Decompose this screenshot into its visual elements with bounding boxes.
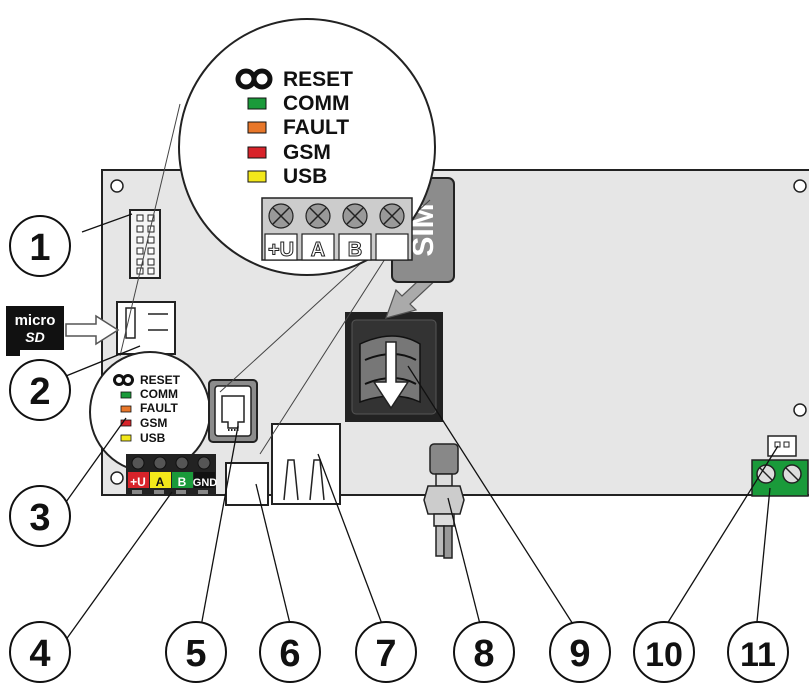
callout-7: 7 (355, 621, 417, 683)
insert-arrow-sd (65, 314, 120, 346)
mount-hole-tl (110, 179, 124, 193)
callout-11: 11 (727, 621, 789, 683)
zoom-line-1 (119, 103, 181, 357)
microsd-card-icon: micro SD (6, 306, 64, 356)
two-pin-connector (767, 435, 797, 457)
svg-text:8: 8 (473, 633, 494, 675)
mini-usb-port (225, 462, 269, 506)
svg-text:B: B (348, 239, 362, 261)
callout-2: 2 (9, 359, 71, 421)
svg-text:FAULT: FAULT (283, 116, 349, 139)
svg-text:1: 1 (29, 227, 50, 269)
leader-lines (59, 213, 779, 649)
svg-text:GSM: GSM (140, 416, 167, 430)
callout-5: 5 (165, 621, 227, 683)
svg-text:9: 9 (569, 633, 590, 675)
svg-text:micro: micro (15, 312, 56, 329)
callout-3: 3 (9, 485, 71, 547)
svg-text:USB: USB (283, 165, 327, 188)
svg-text:3: 3 (29, 497, 50, 539)
callout-4: 4 (9, 621, 71, 683)
svg-text:A: A (156, 475, 165, 489)
svg-text:COMM: COMM (283, 92, 350, 115)
callout-1: 1 (9, 215, 71, 277)
svg-text:A: A (311, 239, 325, 261)
svg-text:RESET: RESET (283, 68, 353, 91)
callout-10: 10 (633, 621, 695, 683)
terminal-block: +U A B GND (126, 454, 217, 494)
mount-hole-mr (793, 403, 807, 417)
callout-8: 8 (453, 621, 515, 683)
led-legend-small-content: RESET COMM FAULT GSM USB (113, 373, 181, 445)
rj-jack (208, 379, 258, 443)
svg-text:10: 10 (645, 636, 683, 674)
svg-text:4: 4 (29, 633, 50, 675)
led-legend-large-content: RESET COMM FAULT GSM USB +U A B (235, 68, 413, 262)
callout-9: 9 (549, 621, 611, 683)
microsd-slot (116, 301, 176, 355)
svg-text:FAULT: FAULT (140, 401, 178, 415)
sim-holder (345, 312, 443, 422)
svg-text:SD: SD (25, 329, 44, 345)
mount-hole-bl (110, 471, 124, 485)
svg-text:2: 2 (29, 371, 50, 413)
svg-text:11: 11 (740, 636, 776, 674)
svg-text:+U: +U (268, 239, 294, 261)
svg-text:B: B (178, 475, 187, 489)
svg-text:USB: USB (140, 431, 166, 445)
usb-port (271, 423, 341, 505)
pin-header (129, 209, 161, 279)
svg-text:6: 6 (279, 633, 300, 675)
svg-text:RESET: RESET (140, 373, 181, 387)
svg-text:GSM: GSM (283, 141, 331, 164)
power-screw-terminal (751, 459, 809, 497)
svg-text:+U: +U (130, 475, 146, 489)
mount-hole-tr (793, 179, 807, 193)
antenna-connector (423, 443, 465, 559)
svg-text:7: 7 (375, 633, 396, 675)
svg-text:5: 5 (185, 633, 206, 675)
svg-text:GND: GND (193, 477, 218, 489)
svg-text:COMM: COMM (140, 387, 178, 401)
callout-6: 6 (259, 621, 321, 683)
